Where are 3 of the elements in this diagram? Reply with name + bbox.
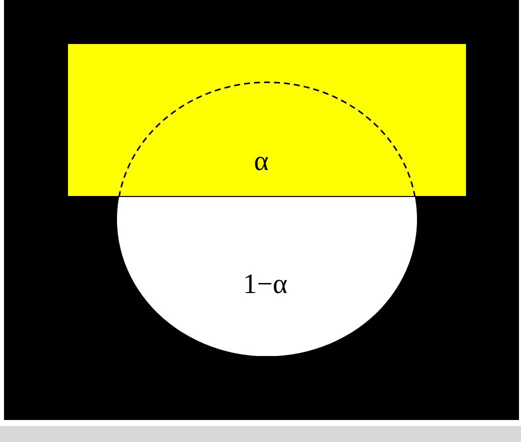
region-label: 1−α [243, 271, 288, 299]
filled-rectangle [68, 44, 466, 197]
region-label: α [254, 148, 269, 176]
